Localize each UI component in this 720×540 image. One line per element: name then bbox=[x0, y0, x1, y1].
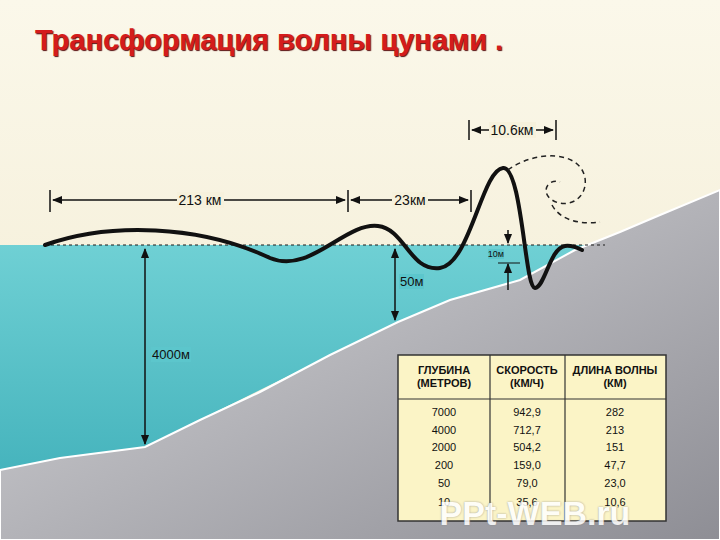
table-cell: 712,7 bbox=[513, 424, 541, 436]
table-cell: 282 bbox=[606, 406, 624, 418]
table-cell: 7000 bbox=[432, 406, 456, 418]
table-cell: 159,0 bbox=[513, 459, 541, 471]
table-cell: 213 bbox=[606, 424, 624, 436]
table-cell: 942,9 bbox=[513, 406, 541, 418]
wave-height-label: 10м bbox=[488, 249, 504, 259]
depth-label: 50м bbox=[399, 274, 424, 289]
seabed-land bbox=[0, 190, 720, 540]
table-cell: 151 bbox=[606, 441, 624, 453]
tsunami-wave bbox=[45, 168, 582, 288]
table-cell: 4000 bbox=[432, 424, 456, 436]
watermark: PPt-WEB.ru bbox=[440, 494, 631, 533]
table-header: ГЛУБИНА (МЕТРОВ) bbox=[401, 364, 487, 390]
table-cell: 504,2 bbox=[513, 441, 541, 453]
breaking-wave-outline bbox=[508, 156, 600, 223]
table-cell: 50 bbox=[438, 477, 450, 489]
dimension-label: 213 км bbox=[177, 192, 224, 208]
table-header: ДЛИНА ВОЛНЫ (КМ) bbox=[569, 364, 661, 390]
table-cell: 200 bbox=[435, 459, 453, 471]
table-cell: 2000 bbox=[432, 441, 456, 453]
table-cell: 23,0 bbox=[604, 477, 625, 489]
slide-title: Трансформация волны цунами . bbox=[35, 24, 503, 57]
table-cell: 79,0 bbox=[516, 477, 537, 489]
table-cell: 47,7 bbox=[604, 459, 625, 471]
sea-level-line bbox=[45, 245, 605, 246]
depth-label: 4000м bbox=[151, 347, 191, 362]
table-header: СКОРОСТЬ (КМ/Ч) bbox=[492, 364, 562, 390]
dimension-label: 23км bbox=[392, 192, 427, 208]
dimension-label: 10.6км bbox=[489, 122, 536, 138]
